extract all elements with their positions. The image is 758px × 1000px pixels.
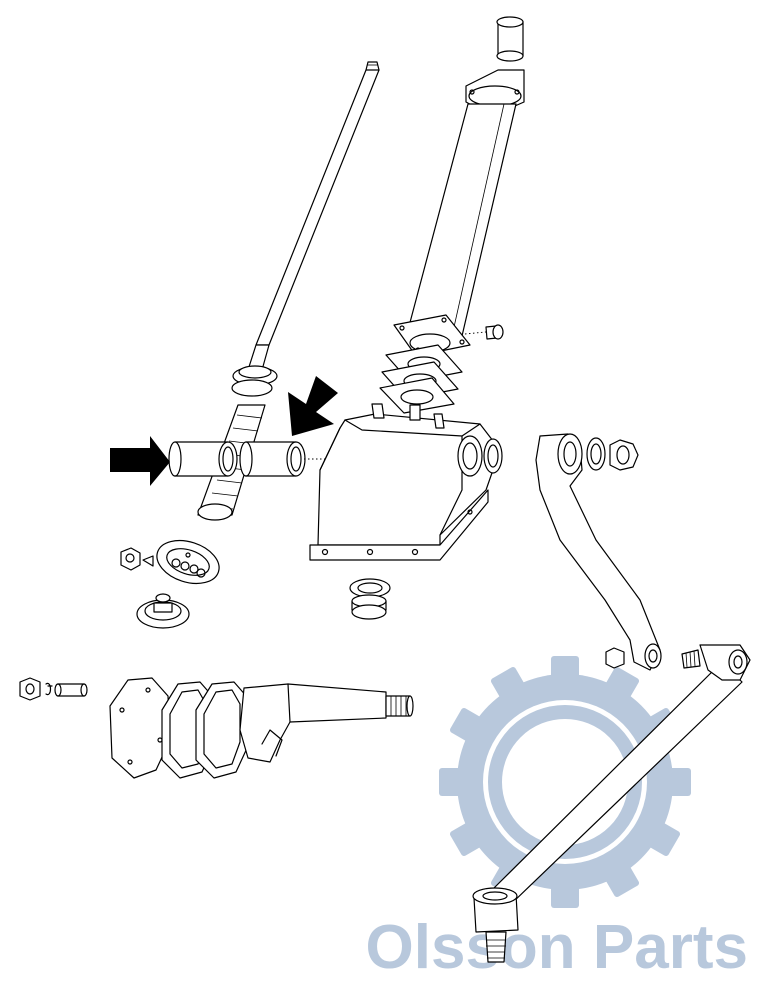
bearing-group [120,539,220,629]
drag-link [472,644,751,963]
gear-tooth [601,666,640,705]
gear-tooth [449,818,488,857]
column-tube [379,16,525,414]
plug-group [349,578,391,620]
arrow-down-left-icon [288,376,338,436]
gear-tooth [551,878,579,908]
gear-housing [309,403,503,561]
gear-tooth [449,707,488,746]
pitman-arm [535,433,662,671]
sector-shaft [19,677,414,779]
watermark-text: Olsson Parts [366,913,748,982]
gear-tooth [661,768,691,796]
gear-tooth [490,666,529,705]
gear-icon [439,656,691,908]
gear-tooth [439,768,469,796]
gear-tooth [551,656,579,686]
bushing-pair [168,441,330,477]
arrow-right-icon [110,436,170,486]
gear-tooth [601,859,640,898]
gear-tooth [642,818,681,857]
